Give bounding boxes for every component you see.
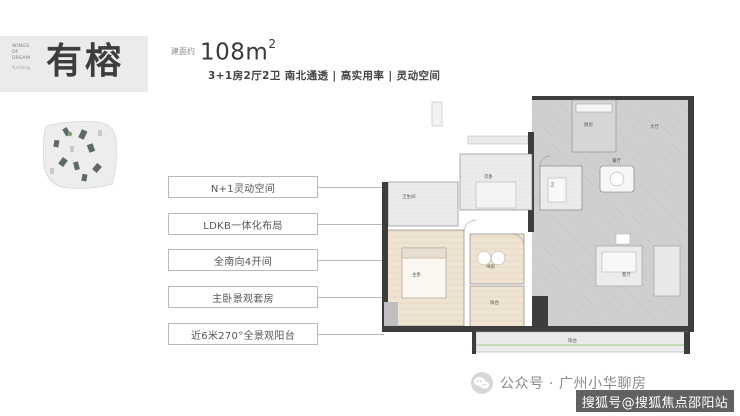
- svg-text:卫: 卫: [550, 182, 555, 187]
- svg-text:厨房: 厨房: [584, 121, 593, 128]
- floor-plan: 厨房 大厅 餐厅 客厅 次卧 书房 主卧 阳台 卫 卫生间 阳台: [382, 96, 694, 354]
- brand-title: 有榕: [46, 41, 125, 82]
- svg-text:阳台: 阳台: [568, 337, 577, 344]
- feature-3: 全南向4开间: [168, 249, 318, 271]
- feature-2: LDKB一体化布局: [168, 213, 318, 235]
- feature-5-leader: [318, 334, 384, 335]
- area-value: 108m2: [200, 37, 277, 66]
- svg-text:阳台: 阳台: [490, 299, 499, 306]
- watermark-text: 公众号 · 广州小华聊房: [500, 376, 647, 392]
- feature-1: N+1灵动空间: [168, 176, 318, 198]
- feature-4: 主卧景观套房: [168, 286, 318, 308]
- brand-english: WINGS OF DREAM Yunfeng: [12, 44, 31, 70]
- tagline: 3+1房2厅2卫 南北通透 | 高实用率 | 灵动空间: [208, 70, 441, 82]
- brand-block: [0, 36, 148, 92]
- wechat-icon: [471, 372, 493, 394]
- feature-3-leader: [318, 260, 384, 261]
- svg-text:餐厅: 餐厅: [612, 157, 621, 164]
- svg-text:次卧: 次卧: [484, 173, 493, 180]
- attribution-badge: 搜狐号@搜狐焦点邵阳站: [575, 390, 734, 412]
- feature-1-leader: [318, 187, 384, 188]
- wechat-watermark: 公众号 · 广州小华聊房: [470, 371, 647, 395]
- svg-text:客厅: 客厅: [622, 271, 631, 278]
- feature-2-leader: [318, 224, 384, 225]
- site-plan-icon: [42, 121, 117, 189]
- svg-text:卫生间: 卫生间: [402, 193, 416, 200]
- feature-5: 近6米270°全景观阳台: [168, 323, 318, 345]
- svg-text:大厅: 大厅: [650, 123, 659, 130]
- area-label: 建面约: [171, 47, 195, 56]
- feature-4-leader: [318, 297, 384, 298]
- svg-text:主卧: 主卧: [412, 271, 421, 278]
- svg-text:书房: 书房: [486, 263, 495, 270]
